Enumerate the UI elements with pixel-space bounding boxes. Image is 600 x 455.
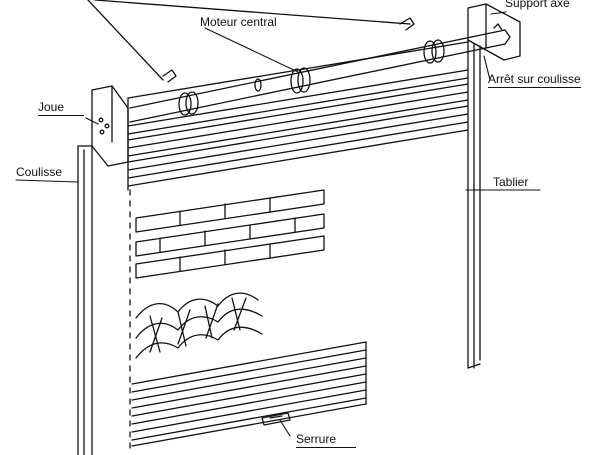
lock-detail — [261, 412, 291, 426]
label-serrure: Serrure — [296, 432, 357, 448]
top-leader-lines — [87, 0, 411, 81]
upper-slat-panel — [127, 41, 469, 191]
left-cheek-plate — [91, 85, 129, 167]
mesh-grille — [135, 292, 263, 359]
lower-slat-panel — [131, 341, 367, 447]
label-joue: Joue — [38, 100, 85, 116]
brick-pattern-slats — [135, 189, 325, 279]
right-guide-rail — [467, 39, 481, 369]
label-arret-sur-coulisse: Arrêt sur coulisse — [488, 72, 581, 88]
label-tablier: Tablier — [493, 175, 529, 189]
label-moteur-central: Moteur central — [200, 15, 277, 29]
top-brackets — [162, 17, 503, 83]
axle-collars — [178, 39, 445, 116]
label-coulisse: Coulisse — [16, 165, 63, 179]
label-pointers — [15, 11, 541, 437]
label-support-axe: Support axe — [505, 0, 570, 10]
left-guide-rail — [77, 145, 93, 455]
